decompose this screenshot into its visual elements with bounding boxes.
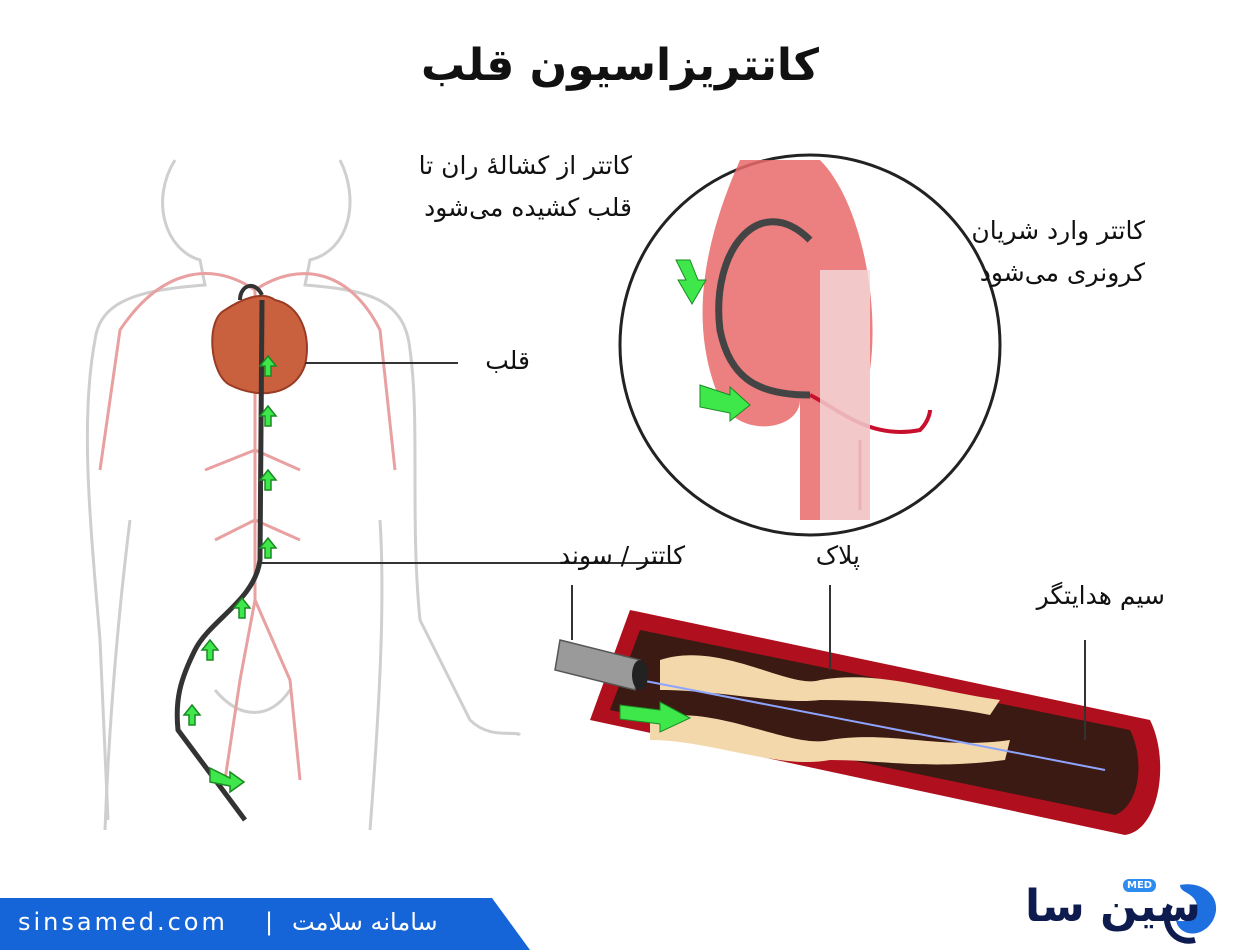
catheter-label: کاتتر / سوند: [558, 541, 685, 570]
groin-to-heart-label: کاتتر از کشالۀ ران تا قلب کشیده می‌شود: [382, 145, 632, 229]
footer-site: sinsamed.com: [18, 908, 228, 936]
logo-mark-icon: [1163, 884, 1217, 944]
brand-logo: سین سا MED: [1025, 875, 1225, 945]
coronary-entry-label: کاتتر وارد شریان کرونری می‌شود: [945, 210, 1145, 294]
magnified-coronary-view: [618, 153, 1002, 537]
groin-to-heart-line-2: قلب کشیده می‌شود: [424, 193, 632, 222]
coronary-entry-line-2: کرونری می‌شود: [979, 258, 1145, 287]
plaque-label: پلاک: [815, 541, 860, 570]
body-flow-arrows: [182, 354, 278, 794]
vessel-with-plaque: [554, 610, 1161, 835]
guide-wire-label: سیم هدایتگر: [1036, 581, 1165, 610]
groin-to-heart-line-1: کاتتر از کشالۀ ران تا: [418, 151, 632, 180]
logo-name: سین سا: [1025, 881, 1201, 932]
footer-bar-shape: [0, 898, 530, 950]
coronary-entry-line-1: کاتتر وارد شریان: [971, 216, 1145, 245]
leader-lines: [260, 362, 1086, 740]
heart-label: قلب: [485, 346, 530, 375]
footer-tagline: سامانه سلامت: [292, 908, 438, 936]
footer-separator: |: [265, 908, 274, 936]
body-outline: [85, 159, 522, 831]
logo-badge: MED: [1123, 879, 1157, 892]
page-title: کاتتریزاسیون قلب: [421, 40, 819, 91]
body-arteries: [98, 272, 397, 781]
body-catheter: [174, 299, 265, 822]
